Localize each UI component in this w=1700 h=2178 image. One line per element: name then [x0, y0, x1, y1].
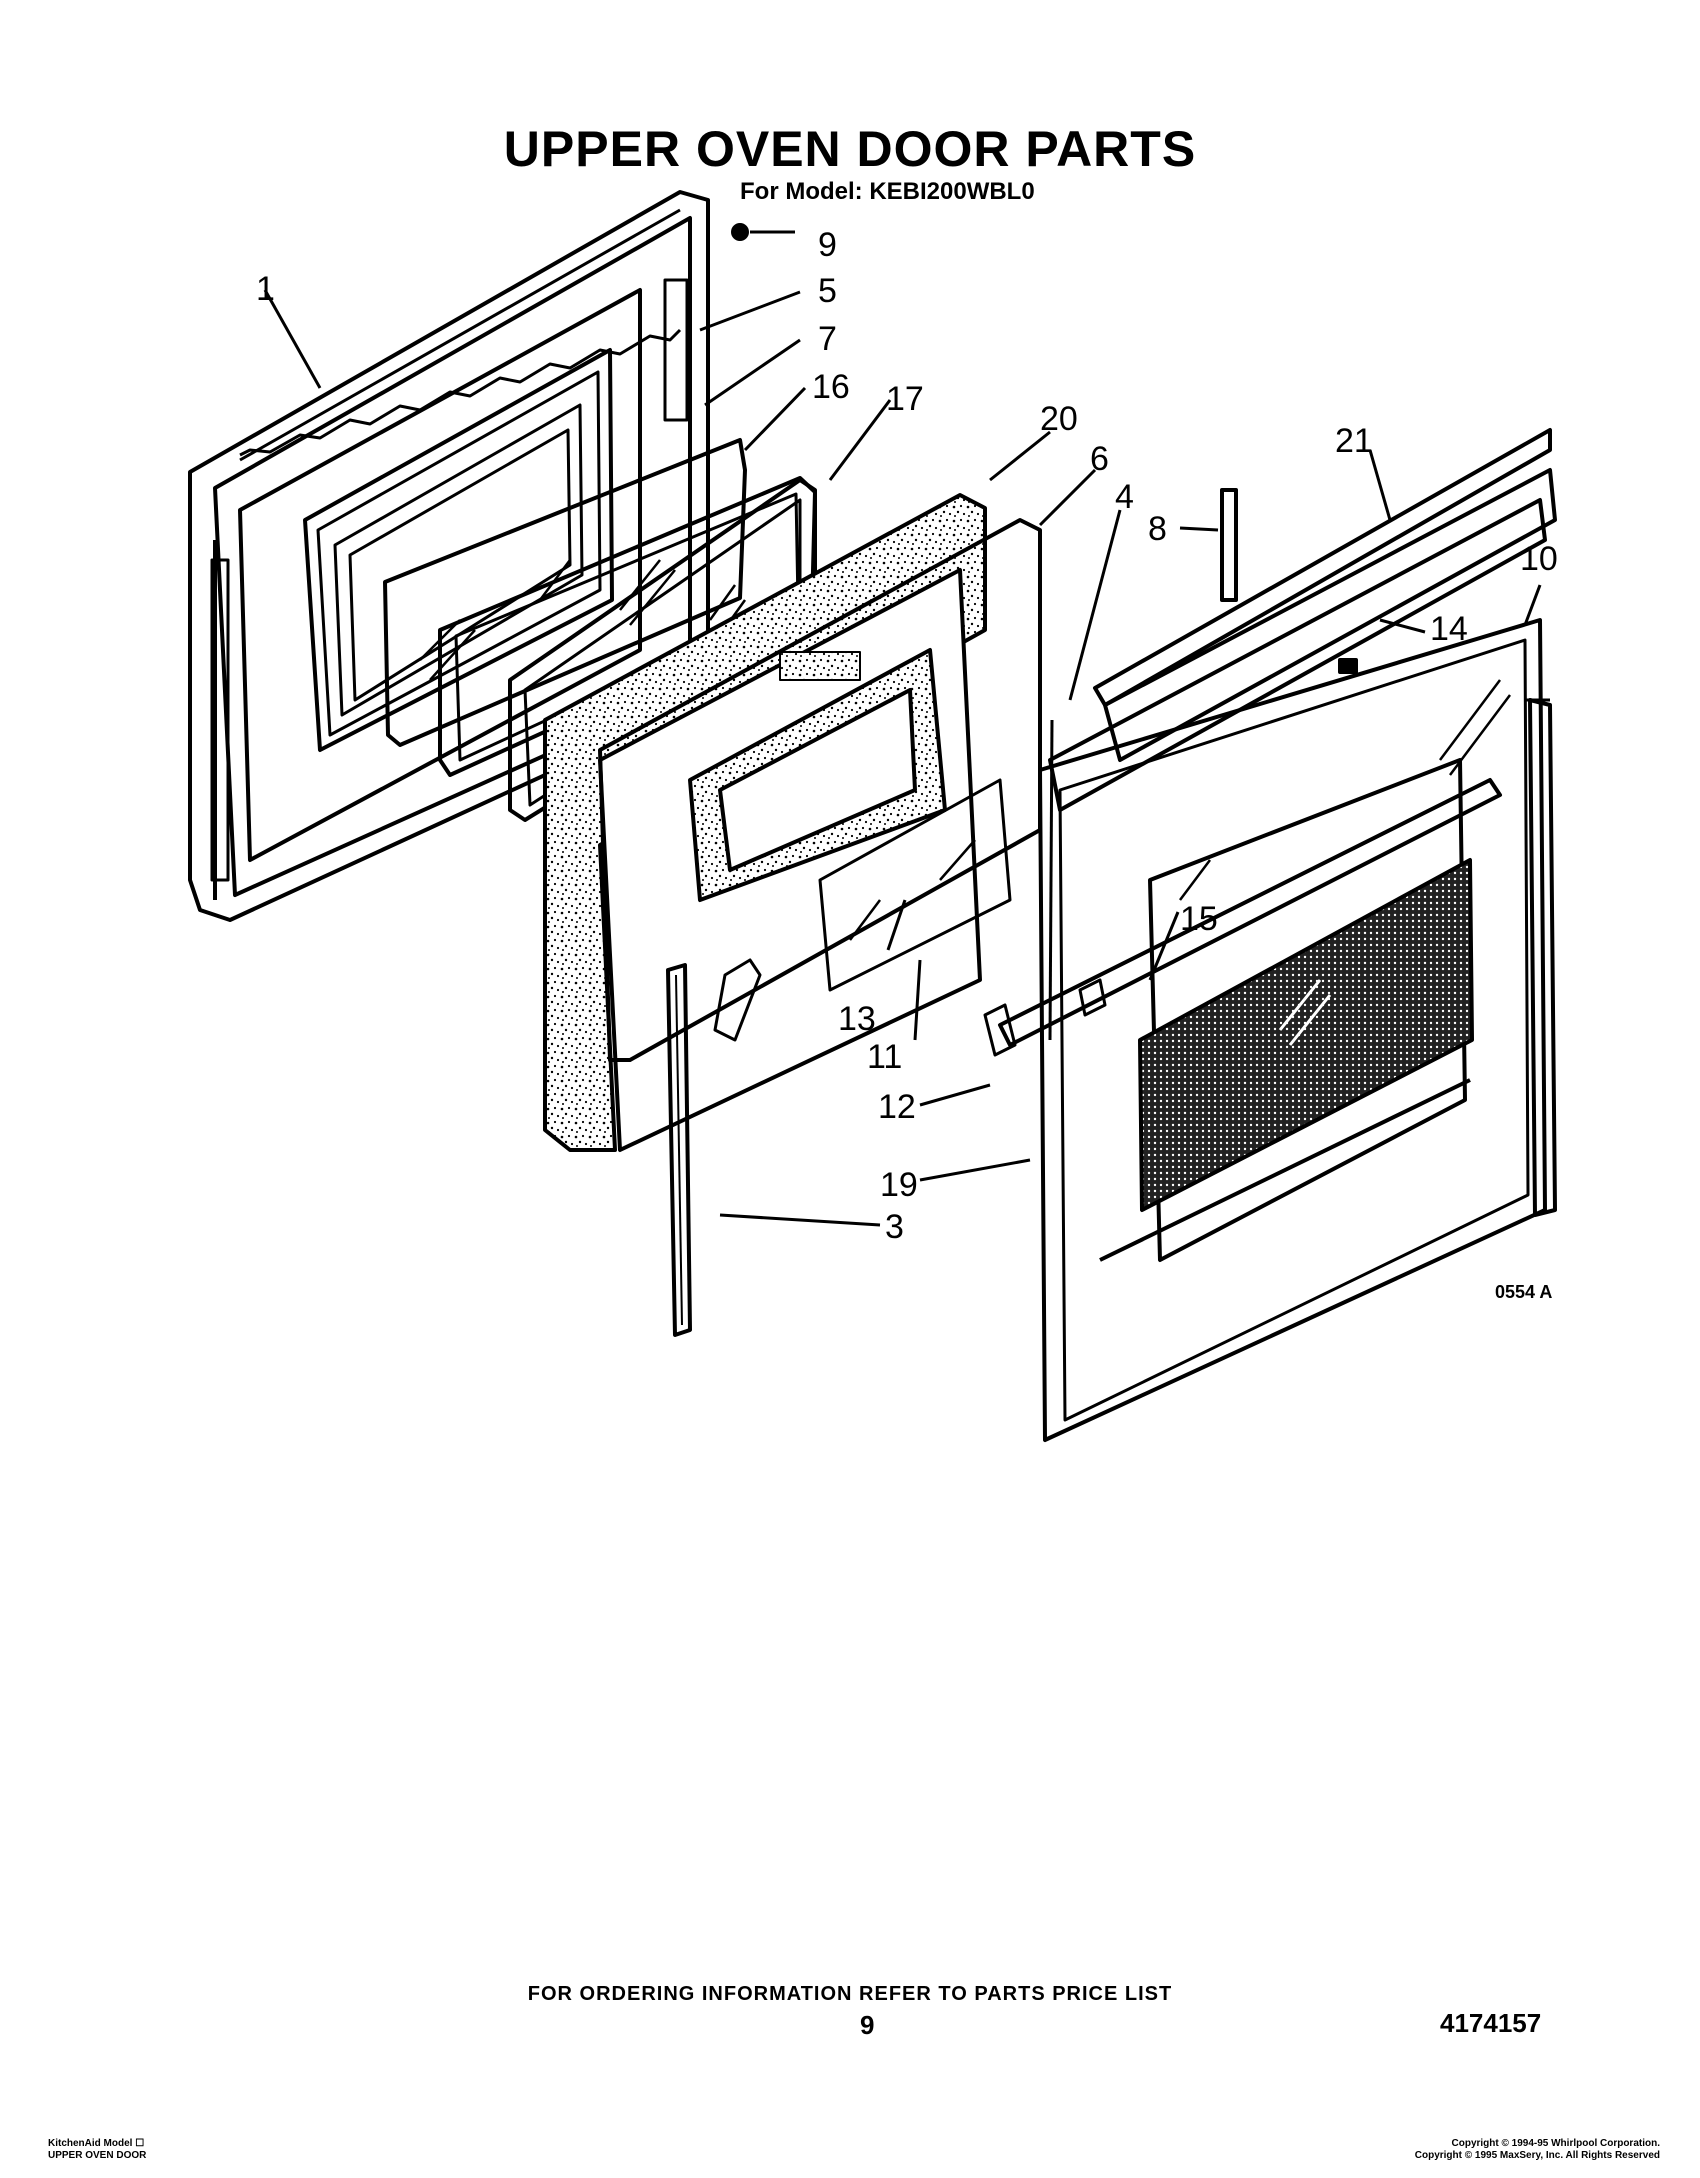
part-vent-14	[1048, 498, 1547, 812]
part-insulation-20	[543, 493, 987, 1152]
part-outer-door-10	[1038, 618, 1557, 1442]
part-handle-19	[998, 778, 1502, 1047]
figure-code: 0554 A	[1495, 1282, 1552, 1302]
footer-model-info: KitchenAid Model ☐ UPPER OVEN DOOR	[48, 2138, 146, 2162]
callout-20: 20	[1040, 400, 1078, 438]
callout-15: 15	[1180, 900, 1218, 938]
leader-lines	[263, 230, 1542, 1227]
part-rod-4	[1048, 719, 1054, 1041]
part-inner-frames	[303, 348, 614, 752]
page-number: 9	[860, 2010, 875, 2040]
part-hinge-12	[983, 978, 1107, 1057]
callout-1: 1	[256, 270, 275, 308]
callout-labels: 1 3 4 5 6 7 8 9 10 11 12 13 14 15 16 17 …	[256, 226, 1558, 1302]
copyright-line-1: Copyright © 1994-95 Whirlpool Corporatio…	[1451, 2138, 1661, 2149]
footer-section-line: UPPER OVEN DOOR	[48, 2150, 147, 2161]
callout-19: 19	[880, 1166, 918, 1204]
callout-4: 4	[1115, 478, 1134, 516]
callout-13: 13	[838, 1000, 876, 1038]
part-channel-21	[1093, 428, 1557, 762]
callout-14: 14	[1430, 610, 1468, 648]
part-bracket-8	[1220, 488, 1238, 602]
part-screw-9	[731, 223, 749, 241]
callout-9: 9	[818, 226, 837, 264]
callout-12: 12	[878, 1088, 916, 1126]
callout-7: 7	[818, 320, 837, 358]
callout-10: 10	[1520, 540, 1558, 578]
copyright-line-2: Copyright © 1995 MaxSery, Inc. All Right…	[1414, 2150, 1660, 2161]
page-title: UPPER OVEN DOOR PARTS	[503, 121, 1197, 177]
ordering-note: FOR ORDERING INFORMATION REFER TO PARTS …	[527, 1983, 1173, 2005]
model-subtitle: For Model: KEBI200WBL0	[740, 178, 1035, 205]
callout-11: 11	[867, 1038, 902, 1076]
footer-model-line: KitchenAid Model ☐	[48, 2138, 145, 2149]
callout-21: 21	[1335, 422, 1373, 460]
part-inner-door-panel	[188, 190, 710, 922]
callout-8: 8	[1148, 510, 1167, 548]
document-number: 4174157	[1440, 2008, 1542, 2038]
callout-17: 17	[886, 380, 924, 418]
callout-16: 16	[812, 368, 850, 406]
part-trim-3	[666, 963, 692, 1337]
callout-5: 5	[818, 272, 837, 310]
callout-6: 6	[1090, 440, 1109, 478]
callout-3: 3	[885, 1208, 904, 1246]
footer-copyright: Copyright © 1994-95 Whirlpool Corporatio…	[1415, 2138, 1660, 2162]
